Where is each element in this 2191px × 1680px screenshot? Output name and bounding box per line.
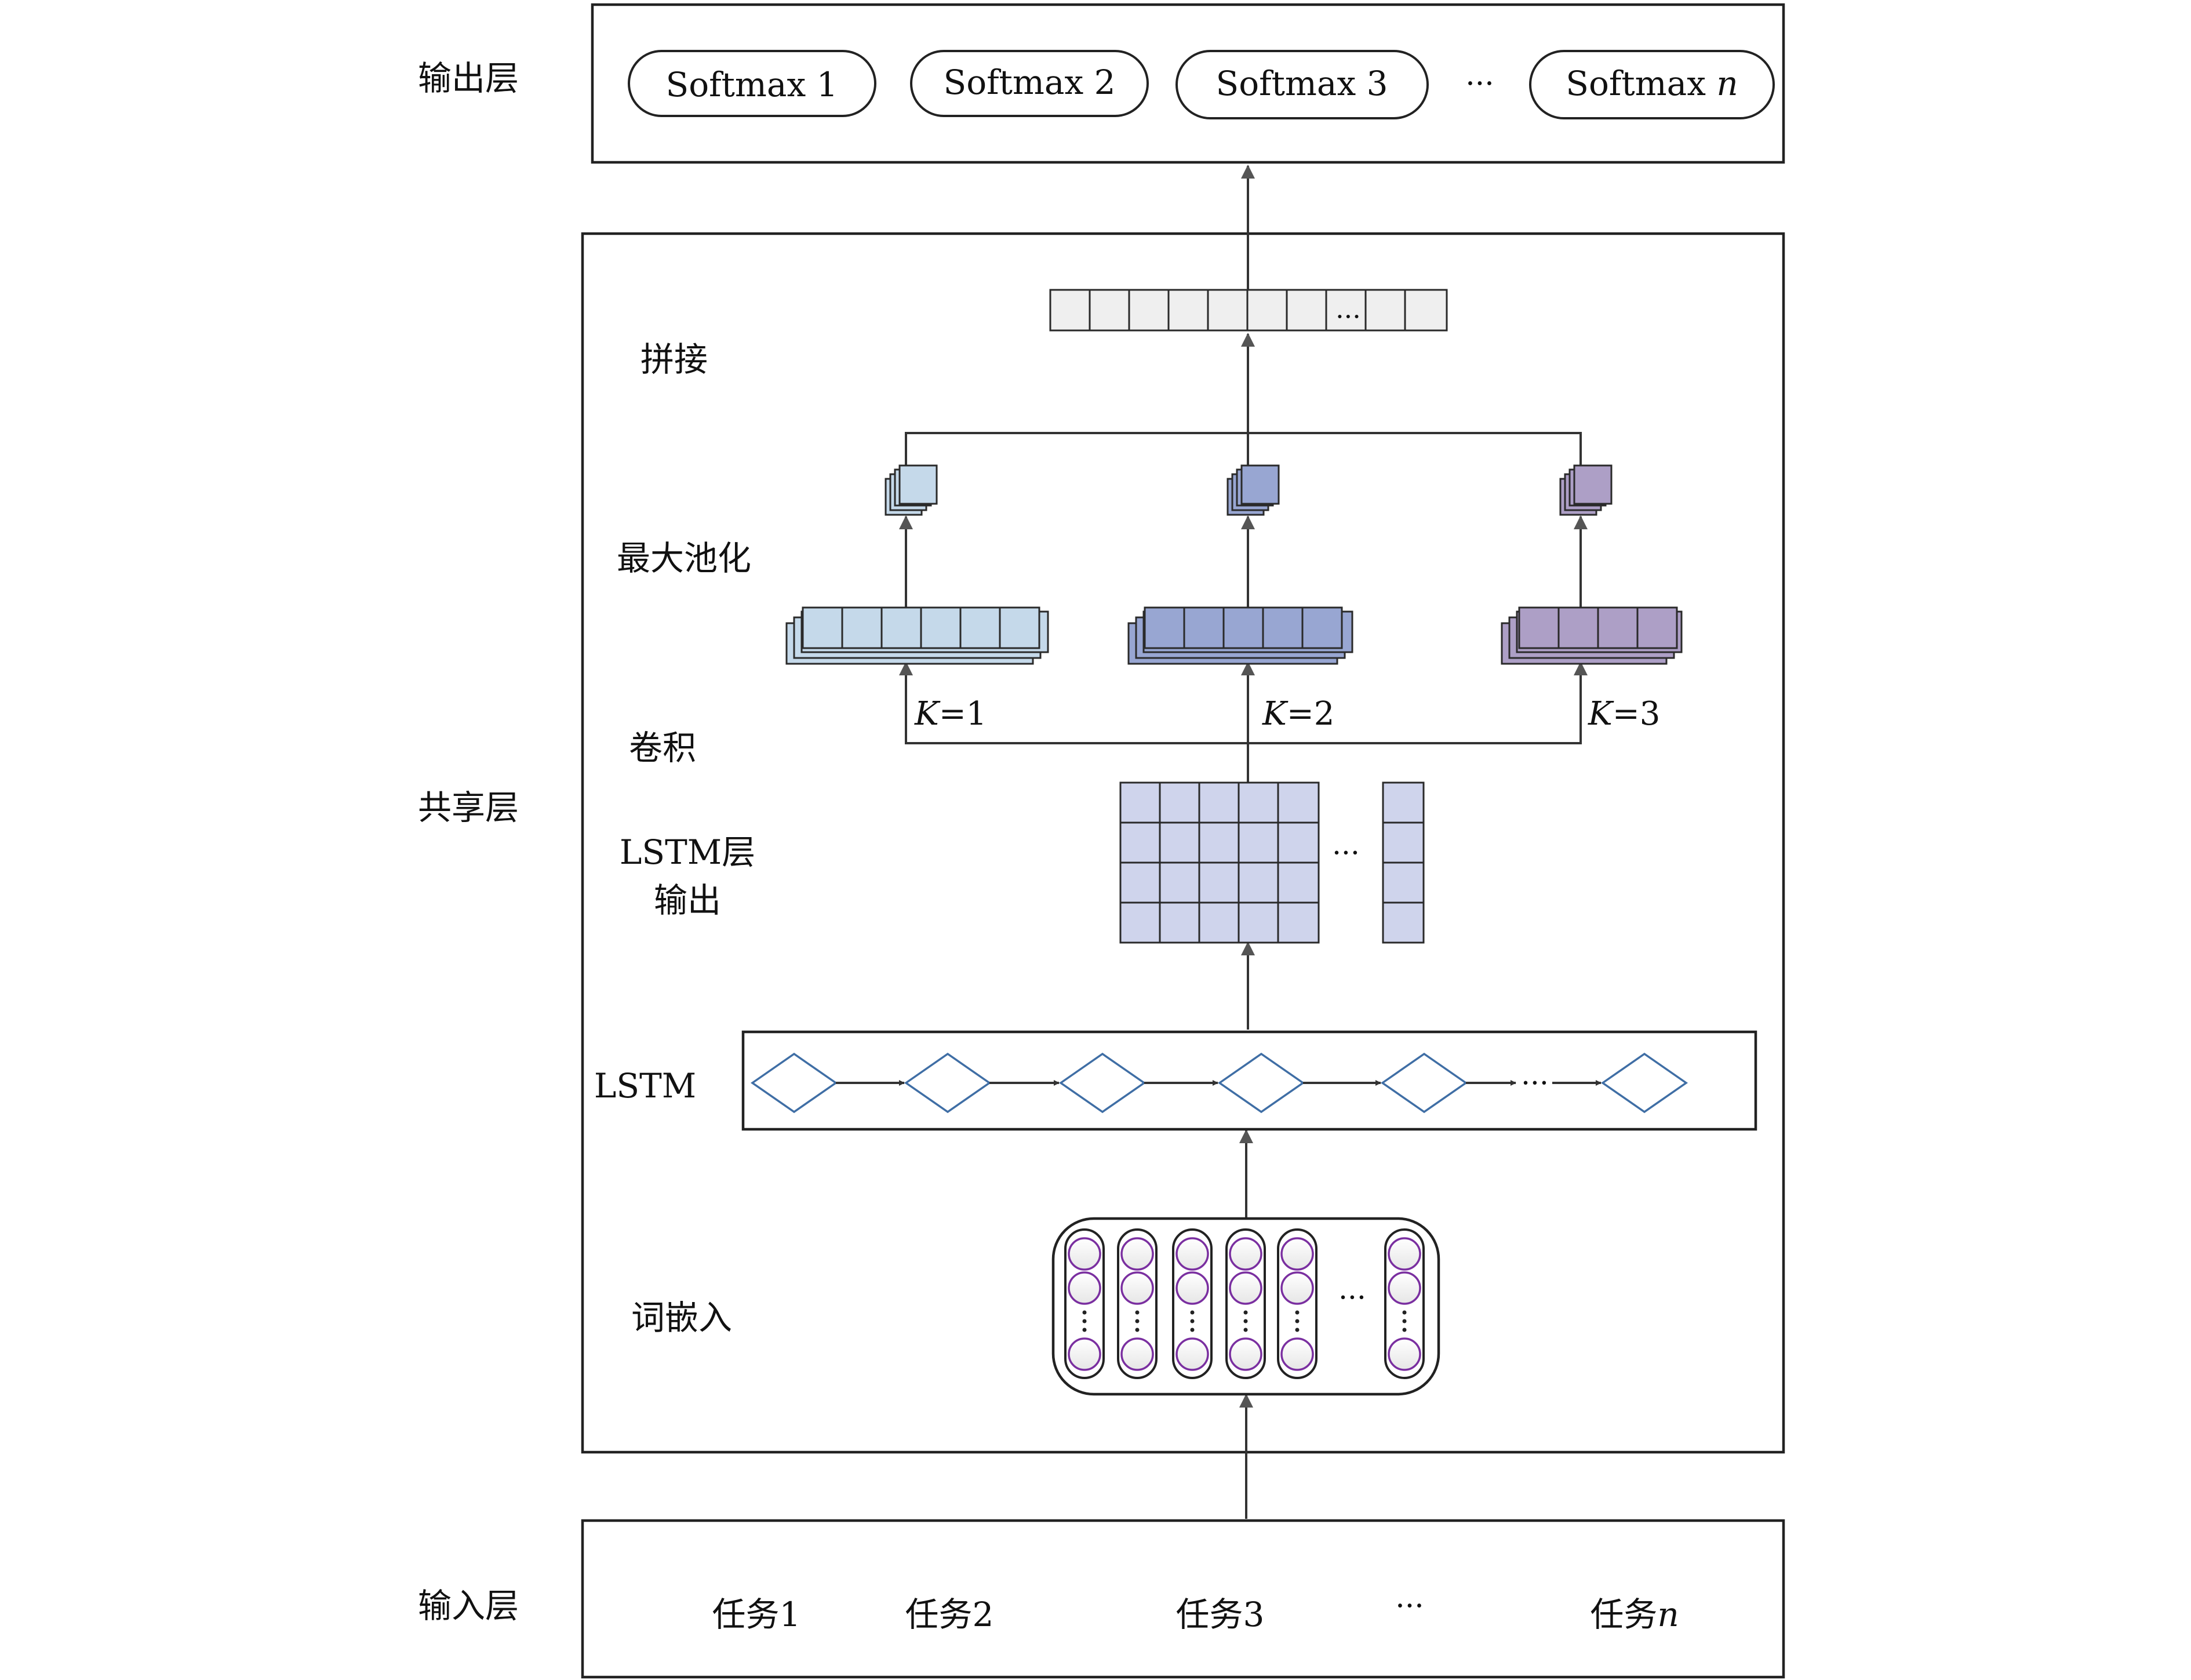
lstm-output-label-line1: LSTM层 [620, 832, 755, 872]
task-ellipsis: ··· [1395, 1589, 1424, 1624]
lstm-cell-4 [1217, 1052, 1305, 1114]
embedding-vectors [1064, 1228, 1425, 1379]
embedding-vector-2 [1117, 1228, 1158, 1379]
shared-layer-label: 共享层 [418, 788, 519, 827]
embedding-vector-5 [1277, 1228, 1317, 1379]
lstm-cell-3 [1058, 1052, 1147, 1114]
lstm-label: LSTM [594, 1066, 696, 1106]
embedding-vector-3 [1172, 1228, 1213, 1379]
lstm-cell-5 [1380, 1052, 1468, 1114]
softmax-3-node: Softmax 3 [1175, 50, 1429, 119]
task-2-label: 任务2 [905, 1595, 994, 1634]
lstm-output-matrix [1119, 781, 1425, 944]
embedding-vector-4 [1225, 1228, 1266, 1379]
concat-ellipsis: ··· [1335, 301, 1361, 332]
softmax-n-label: Softmax n [1566, 64, 1738, 103]
embedding-vector-1 [1064, 1228, 1105, 1379]
lstm-chain-ellipsis: ··· [1521, 1066, 1549, 1100]
embedding-ellipsis: ··· [1338, 1281, 1366, 1314]
softmax-ellipsis: ··· [1465, 67, 1494, 101]
lstm-chain [750, 1052, 1688, 1114]
task-1-label: 任务1 [712, 1595, 801, 1634]
kernel-label-2: K=2 [1262, 695, 1334, 733]
conv-feature-map-2 [1127, 606, 1353, 665]
softmax-2-node: Softmax 2 [910, 50, 1149, 117]
pooled-feature-1 [885, 464, 938, 516]
lstm-cell-n [1600, 1052, 1688, 1114]
embedding-label: 词嵌入 [631, 1298, 732, 1337]
conv-label: 卷积 [629, 728, 696, 768]
concat-label: 拼接 [640, 340, 708, 379]
softmax-n-node: Softmax n [1529, 50, 1775, 119]
lstm-cell-1 [750, 1052, 838, 1114]
pooled-feature-3 [1559, 464, 1613, 516]
conv-feature-map-1 [785, 606, 1049, 665]
input-layer-label: 输入层 [418, 1586, 519, 1626]
output-layer-label: 输出层 [418, 59, 519, 98]
softmax-3-label: Softmax 3 [1215, 64, 1388, 103]
task-3-label: 任务3 [1176, 1595, 1265, 1634]
conv-feature-map-3 [1501, 606, 1683, 665]
softmax-1-label: Softmax 1 [665, 65, 838, 104]
output-layer-box [591, 3, 1785, 164]
softmax-1-node: Softmax 1 [628, 50, 876, 117]
concat-vector [1049, 289, 1448, 332]
lstm-output-label-line2: 输出 [654, 881, 721, 920]
kernel-label-3: K=3 [1588, 695, 1660, 733]
lstm-matrix-ellipsis: ··· [1332, 836, 1360, 870]
task-n-label: 任务n [1590, 1595, 1679, 1634]
embedding-vector-n [1384, 1228, 1425, 1379]
softmax-2-label: Softmax 2 [943, 63, 1115, 102]
max-pool-label: 最大池化 [617, 539, 751, 578]
lstm-cell-2 [904, 1052, 992, 1114]
kernel-label-1: K=1 [914, 695, 987, 733]
connections [899, 165, 1588, 1519]
lstm-box [741, 1030, 1757, 1131]
shared-layer-box [581, 232, 1785, 1454]
input-layer-box [581, 1519, 1785, 1679]
pooled-feature-2 [1226, 464, 1280, 516]
